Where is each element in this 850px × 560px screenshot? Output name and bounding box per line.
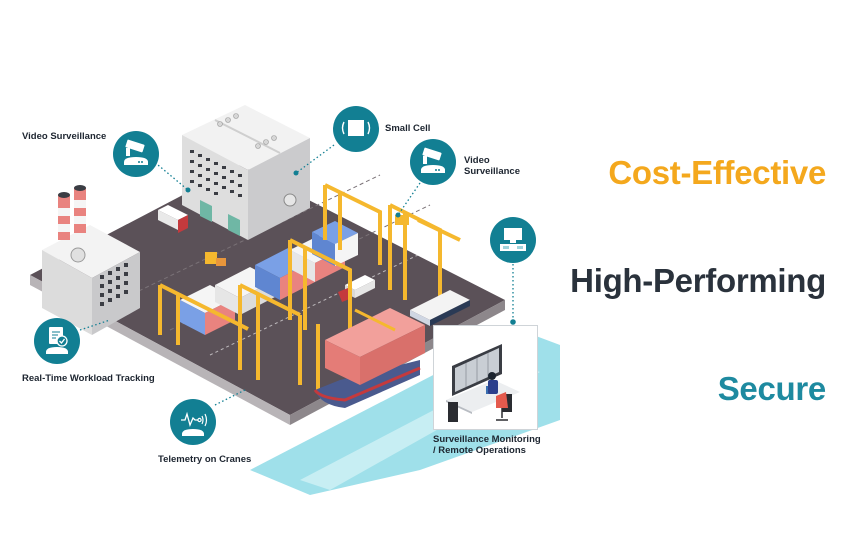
warehouse-building	[182, 105, 310, 240]
operator-workstation-icon	[446, 344, 520, 422]
label-line: Surveillance Monitoring	[433, 434, 541, 445]
telemetry-label: Telemetry on Cranes	[158, 454, 252, 465]
forklift	[205, 252, 217, 264]
workload-tracking-icon	[34, 318, 80, 364]
gantry-cranes	[158, 183, 461, 390]
computer-terminal-icon	[490, 217, 536, 263]
tagline-secure: Secure	[717, 370, 827, 407]
container-ship	[313, 308, 425, 408]
truck	[158, 205, 188, 233]
telemetry-icon	[170, 399, 216, 445]
surveillance-monitoring-panel	[433, 325, 538, 430]
label-line: / Remote Operations	[433, 445, 526, 456]
video-surveillance-left-icon	[113, 131, 159, 177]
factory-building	[42, 185, 140, 335]
surveillance-monitoring-label: Surveillance Monitoring/ Remote Operatio…	[433, 434, 541, 456]
workload-tracking-label: Real-Time Workload Tracking	[22, 373, 155, 384]
video-surveillance-right-icon	[410, 139, 456, 185]
label-line: Video	[464, 155, 490, 166]
connector-lines	[79, 144, 514, 406]
tagline-high-performing: High-Performing	[570, 262, 826, 299]
video-surveillance-left-label: Video Surveillance	[22, 131, 107, 142]
label-line: Surveillance	[464, 166, 520, 177]
tagline-cost-effective: Cost-Effective	[608, 154, 826, 191]
ferry	[410, 290, 470, 326]
small-cell-label: Small Cell	[385, 123, 431, 134]
small-cell-icon	[333, 106, 379, 152]
